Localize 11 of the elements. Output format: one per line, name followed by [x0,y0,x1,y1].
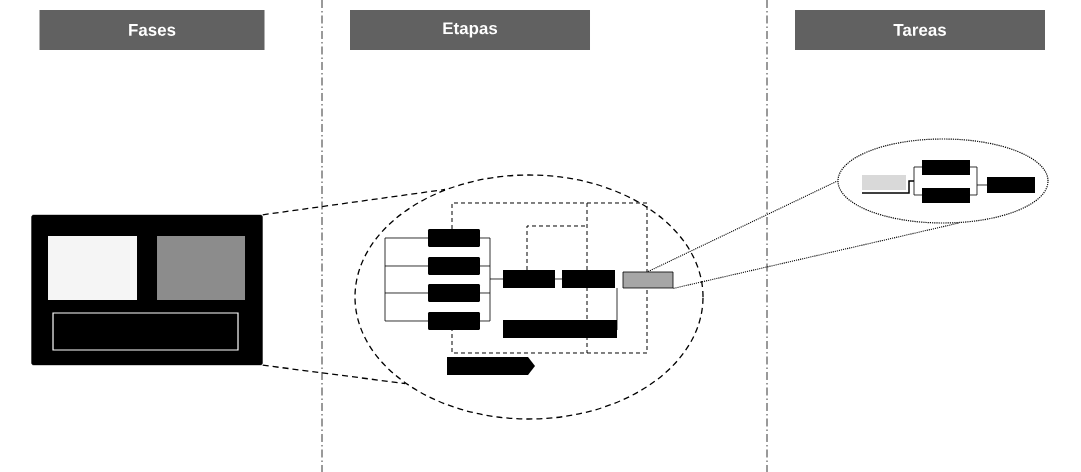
zoom-line [672,222,959,289]
step-box [622,271,674,289]
zoom-line [647,180,838,273]
header-box: Tareas [795,10,1045,50]
panel-drawing [31,214,263,366]
header-box: Etapas [350,10,590,50]
zoom-ellipse [837,138,1049,224]
zoom-line [262,364,406,385]
zoom-line [262,188,446,216]
zoom-ellipse [354,174,704,420]
header-box: Fases [39,10,265,50]
